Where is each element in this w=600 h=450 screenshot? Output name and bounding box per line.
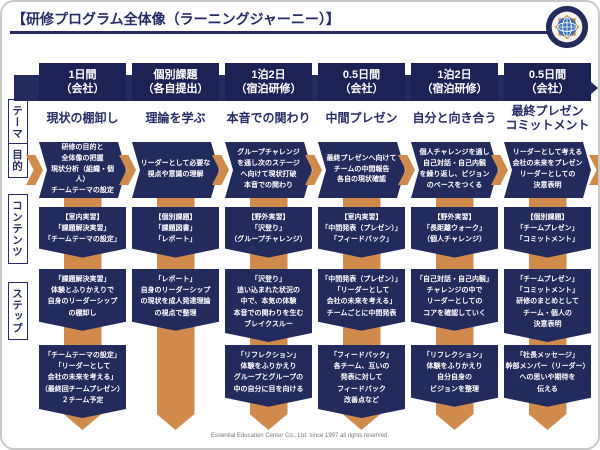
page-title: 【研修プログラム全体像（ラーニングジャーニー）】: [12, 11, 340, 27]
program-column-6: 0.5日間 （会社） 最終プレゼン コミットメント リーダーとして考える 会社の…: [491, 62, 598, 430]
purpose-cell: 研修の目的と 全体像の把握 現状分析（組織・個人） チームテーマの設定: [26, 136, 129, 204]
purpose-box: 個人チャレンジを通し 自己対話・自己内観 を繰り返し、ビジョン のベースをつくる: [411, 142, 498, 198]
program-column-3: 1泊2日 （宿泊研修） 本音での関わり グループチャレンジ を通し次のステージ …: [212, 62, 315, 430]
theme-label: 最終プレゼン コミットメント: [505, 104, 590, 132]
orange-chevron-icon: [212, 155, 229, 185]
theme-label: 自分と向き合う: [412, 111, 497, 126]
step-box: 「チームテーマの設定」 「リーダーとして 会社の未来を考える」 （最終回チームプ…: [39, 345, 126, 418]
purpose-cell: リーダーとして考える 会社の未来をプレゼン リーダーとしての 決意表明: [491, 136, 598, 204]
purpose-box: リーダーとして考える 会社の未来をプレゼン リーダーとしての 決意表明: [504, 142, 591, 198]
purpose-box: 最終プレゼンへ向けて チームの中間報告 各自の現状確認: [318, 142, 405, 198]
orange-chevron-icon: [119, 155, 136, 185]
contents-box: 【室内実習】 「課題解決実習」 「チームテーマの設定」: [39, 207, 126, 258]
step-box: 「リフレクション」 体験をふりかえり 自分自身の ビジョンを整理: [411, 345, 498, 407]
orange-chevron-icon: [305, 155, 322, 185]
step-box: 「中間発表（プレゼン）」 「リーダーとして 会社の未来を考える」 チームごとに中…: [318, 269, 405, 331]
program-column-5: 1泊2日 （宿泊研修） 自分と向き合う 個人チャレンジを通し 自己対話・自己内観…: [398, 62, 501, 430]
duration-header: 1泊2日 （宿泊研修）: [411, 63, 498, 101]
row-label-theme: テーマ: [8, 99, 28, 146]
title-divider: [10, 31, 586, 34]
theme-label: 現状の棚卸し: [46, 111, 119, 126]
duration-header: 0.5日間 （会社）: [504, 63, 591, 101]
duration-header: 1泊2日 （宿泊研修）: [225, 63, 312, 101]
orange-chevron-icon: [398, 155, 415, 185]
purpose-box: 研修の目的と 全体像の把握 現状分析（組織・個人） チームテーマの設定: [39, 142, 126, 198]
step-box: 「フィードバック」 各チーム、互いの 発表に対して フィードバック 改善点など: [318, 345, 405, 418]
journey-grid: 1日間 （会社） 現状の棚卸し 研修の目的と 全体像の把握 現状分析（組織・個人…: [26, 62, 598, 430]
purpose-box: リーダーとして必要な 視点や意識の理解: [132, 142, 219, 198]
orange-chevron-icon: [491, 155, 508, 185]
orange-chevron-icon: [26, 155, 43, 185]
purpose-cell: 個人チャレンジを通し 自己対話・自己内観 を繰り返し、ビジョン のベースをつくる: [398, 136, 501, 204]
step-box: 「リフレクション」 体験をふりかえり グループとグループの 中の自分に目を向ける: [225, 345, 312, 407]
duration-header: 個別課題 （各自提出）: [132, 63, 219, 101]
contents-box: 【野外実習】 「長距離ウォーク」 （個人チャレンジ）: [411, 207, 498, 258]
contents-box: 【野外実習】 「沢登り」 （グループチャレンジ）: [225, 207, 312, 258]
program-column-4: 0.5日間 （会社） 中間プレゼン 最終プレゼンへ向けて チームの中間報告 各自…: [305, 62, 408, 430]
contents-box: 【室内実習】 「中間発表（プレゼン）」 「フィードバック」: [318, 207, 405, 258]
copyright-text: Essential Education Center Co., Ltd. sin…: [210, 433, 390, 439]
purpose-cell: 最終プレゼンへ向けて チームの中間報告 各自の現状確認: [305, 136, 408, 204]
program-column-1: 1日間 （会社） 現状の棚卸し 研修の目的と 全体像の把握 現状分析（組織・個人…: [26, 62, 129, 430]
duration-header: 0.5日間 （会社）: [318, 63, 405, 101]
step-box: 「レポート」 自身のリーダーシップ の現状を成人発達理論 の視点で整理: [132, 269, 219, 331]
theme-label: 本音での関わり: [226, 111, 311, 126]
purpose-cell: グループチャレンジ を通し次のステージ へ向けて現状打破 本音での関わり: [212, 136, 315, 204]
step-box: 「自己対話・自己内観」 チャレンジの中で リーダーとしての コアを確認していく: [411, 269, 498, 331]
purpose-box: グループチャレンジ を通し次のステージ へ向けて現状打破 本音での関わり: [225, 142, 312, 198]
theme-label: 中間プレゼン: [325, 111, 398, 126]
step-box: 「課題解決実習」 体験とふりかえりで 自身のリーダーシップ の棚卸し: [39, 269, 126, 331]
purpose-cell: リーダーとして必要な 視点や意識の理解: [119, 136, 222, 204]
step-box: 「沢登り」 追い込まれた状況の 中で、本気の体験 本音での関わりを生む ブレイク…: [225, 269, 312, 342]
duration-header: 1日間 （会社）: [39, 63, 126, 101]
row-label-contents: コンテンツ: [8, 194, 28, 264]
row-label-step: ステップ: [8, 282, 28, 340]
row-label-purpose: 目的: [8, 143, 28, 178]
theme-label: 理論を学ぶ: [145, 111, 206, 126]
step-box: 「チームプレゼン」 「コミットメント」 研修のまとめとして チーム・個人の 決意…: [504, 269, 591, 342]
contents-box: 【個別課題】 「課題図書」 「レポート」: [132, 207, 219, 258]
step-box: 「社長メッセージ」 幹部メンバー（リーダー） への思いや期待を 伝える: [504, 345, 591, 407]
contents-box: 【個別課題】 「チームプレゼン」 「コミットメント」: [504, 207, 591, 258]
program-column-2: 個別課題 （各自提出） 理論を学ぶ リーダーとして必要な 視点や意識の理解 【個…: [119, 62, 222, 430]
company-logo-icon: [545, 5, 589, 49]
